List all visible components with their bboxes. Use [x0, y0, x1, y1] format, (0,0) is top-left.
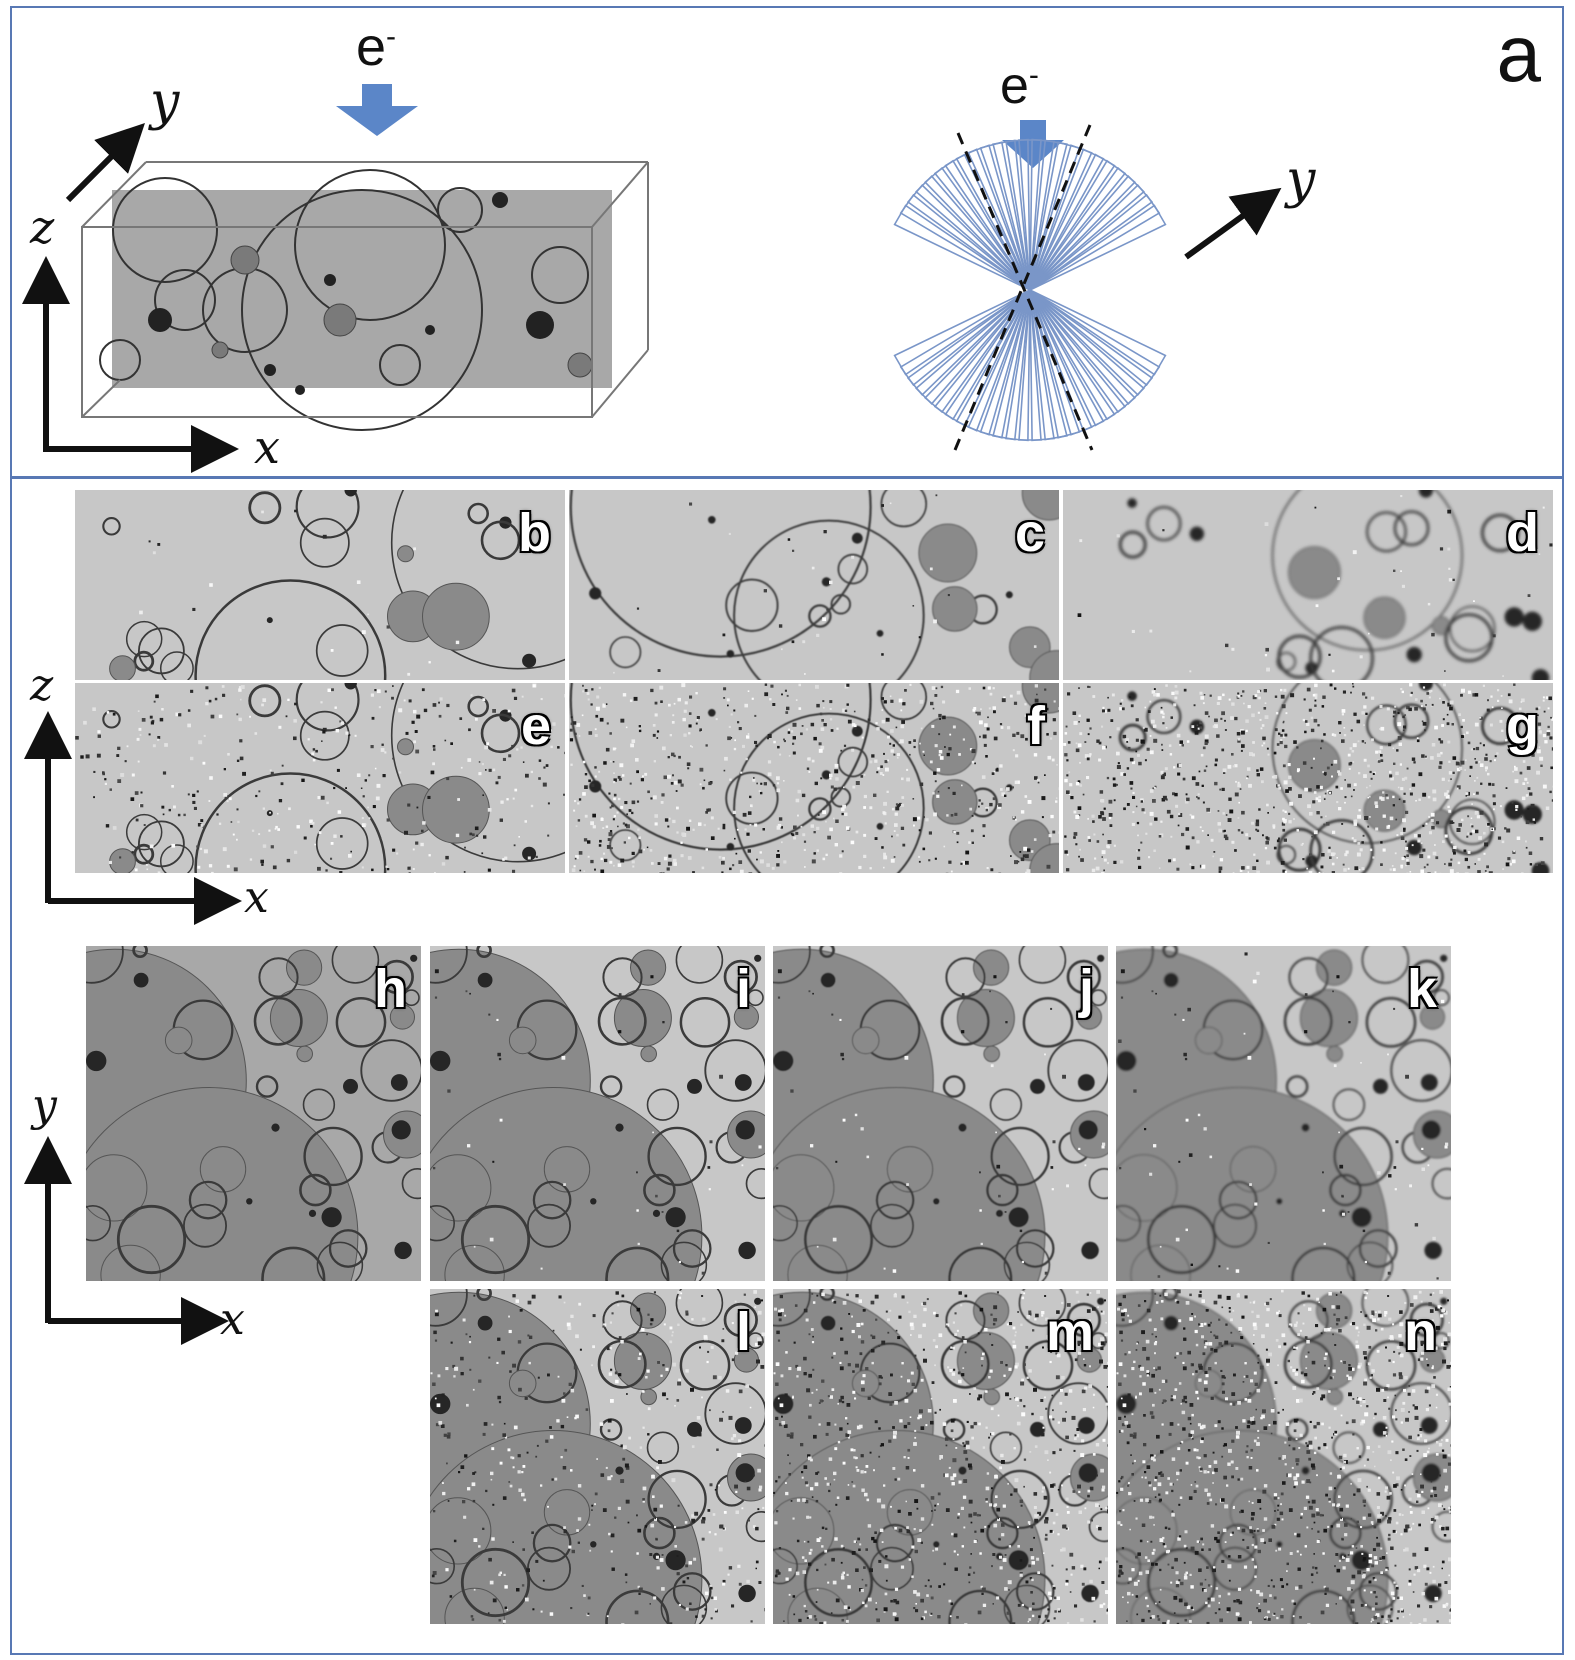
electron-label-right: e-: [1000, 57, 1039, 115]
phantom-particle: [148, 308, 172, 332]
tomogram-panel-c: c: [569, 490, 1059, 680]
phantom-particle: [324, 274, 336, 286]
phantom-particle: [567, 352, 593, 378]
phantom-particle: [425, 325, 435, 335]
xz-x-axis-label: x: [244, 872, 269, 923]
phantom-particle: [379, 344, 421, 386]
tomogram-panel-i: i: [430, 946, 765, 1281]
tomogram-panel-d: d: [1063, 490, 1553, 680]
panel-label-l: l: [735, 1302, 751, 1362]
tomogram-panel-b: b: [75, 490, 565, 680]
panel-label-b: b: [518, 503, 551, 563]
tilt-limits: [953, 124, 1094, 451]
tomogram-panel-n: n: [1116, 1289, 1451, 1624]
tomogram-panel-l: l: [430, 1289, 765, 1624]
phantom-particle: [294, 169, 446, 321]
panel-label-h: h: [374, 959, 407, 1019]
panel-a-schematic: [22, 84, 1282, 473]
panels-bn-frame: [10, 477, 1564, 1655]
tomogram-panel-h: h: [86, 946, 421, 1281]
phantom-particle: [230, 245, 260, 275]
tilt-series-fan: [893, 138, 1167, 442]
panel-label-c: c: [1014, 503, 1045, 563]
tilt-projection: [893, 204, 1167, 376]
panel-label-f: f: [1027, 696, 1045, 756]
y-axis-arrow: [65, 123, 145, 203]
tomogram-panel-k: k: [1116, 946, 1451, 1281]
panel-label-j: j: [1078, 959, 1094, 1019]
electron-beam-arrow-right: [1002, 120, 1064, 168]
z-axis-label-box: z: [30, 200, 55, 254]
xy-y-axis-label: y: [32, 1080, 57, 1131]
phantom-particle: [112, 177, 218, 283]
xz-z-axis-label: z: [30, 660, 54, 711]
tomogram-panel-j: j: [773, 946, 1108, 1281]
x-axis-label-box: x: [254, 420, 280, 474]
tomogram-panel-g: g: [1063, 683, 1553, 873]
panel-label-d: d: [1506, 503, 1539, 563]
tomogram-panel-m: m: [773, 1289, 1108, 1624]
panel-label-m: m: [1045, 1302, 1094, 1362]
panel-a-label: a: [1496, 9, 1542, 98]
phantom-particle: [264, 364, 276, 376]
phantom-particle: [295, 385, 305, 395]
phantom-particle: [323, 303, 357, 337]
phantom-particle: [154, 269, 216, 331]
phantom-particle: [211, 341, 229, 359]
panel-label-i: i: [735, 959, 751, 1019]
slab-features: [99, 169, 593, 431]
phantom-particle: [437, 187, 483, 233]
phantom-particle: [531, 246, 589, 304]
phantom-particle: [526, 311, 554, 339]
tomogram-panel-f: f: [569, 683, 1059, 873]
phantom-slab: [112, 190, 612, 388]
panel-label-g: g: [1506, 696, 1539, 756]
tilt-y-axis-arrow: [1184, 187, 1282, 260]
y-axis-label-box: y: [150, 72, 180, 132]
volume-box: [81, 161, 649, 418]
xy-x-axis-label: x: [220, 1294, 245, 1345]
phantom-particle: [241, 189, 483, 431]
phantom-particle: [492, 192, 508, 208]
panel-label-e: e: [520, 696, 551, 756]
panel-label-n: n: [1404, 1302, 1437, 1362]
panel-label-k: k: [1406, 959, 1437, 1019]
tomogram-panel-e: e: [75, 683, 565, 873]
y-axis-label-tilt: y: [1286, 150, 1316, 210]
electron-label-left: e-: [356, 17, 397, 77]
electron-beam-arrow-left: [336, 84, 418, 136]
